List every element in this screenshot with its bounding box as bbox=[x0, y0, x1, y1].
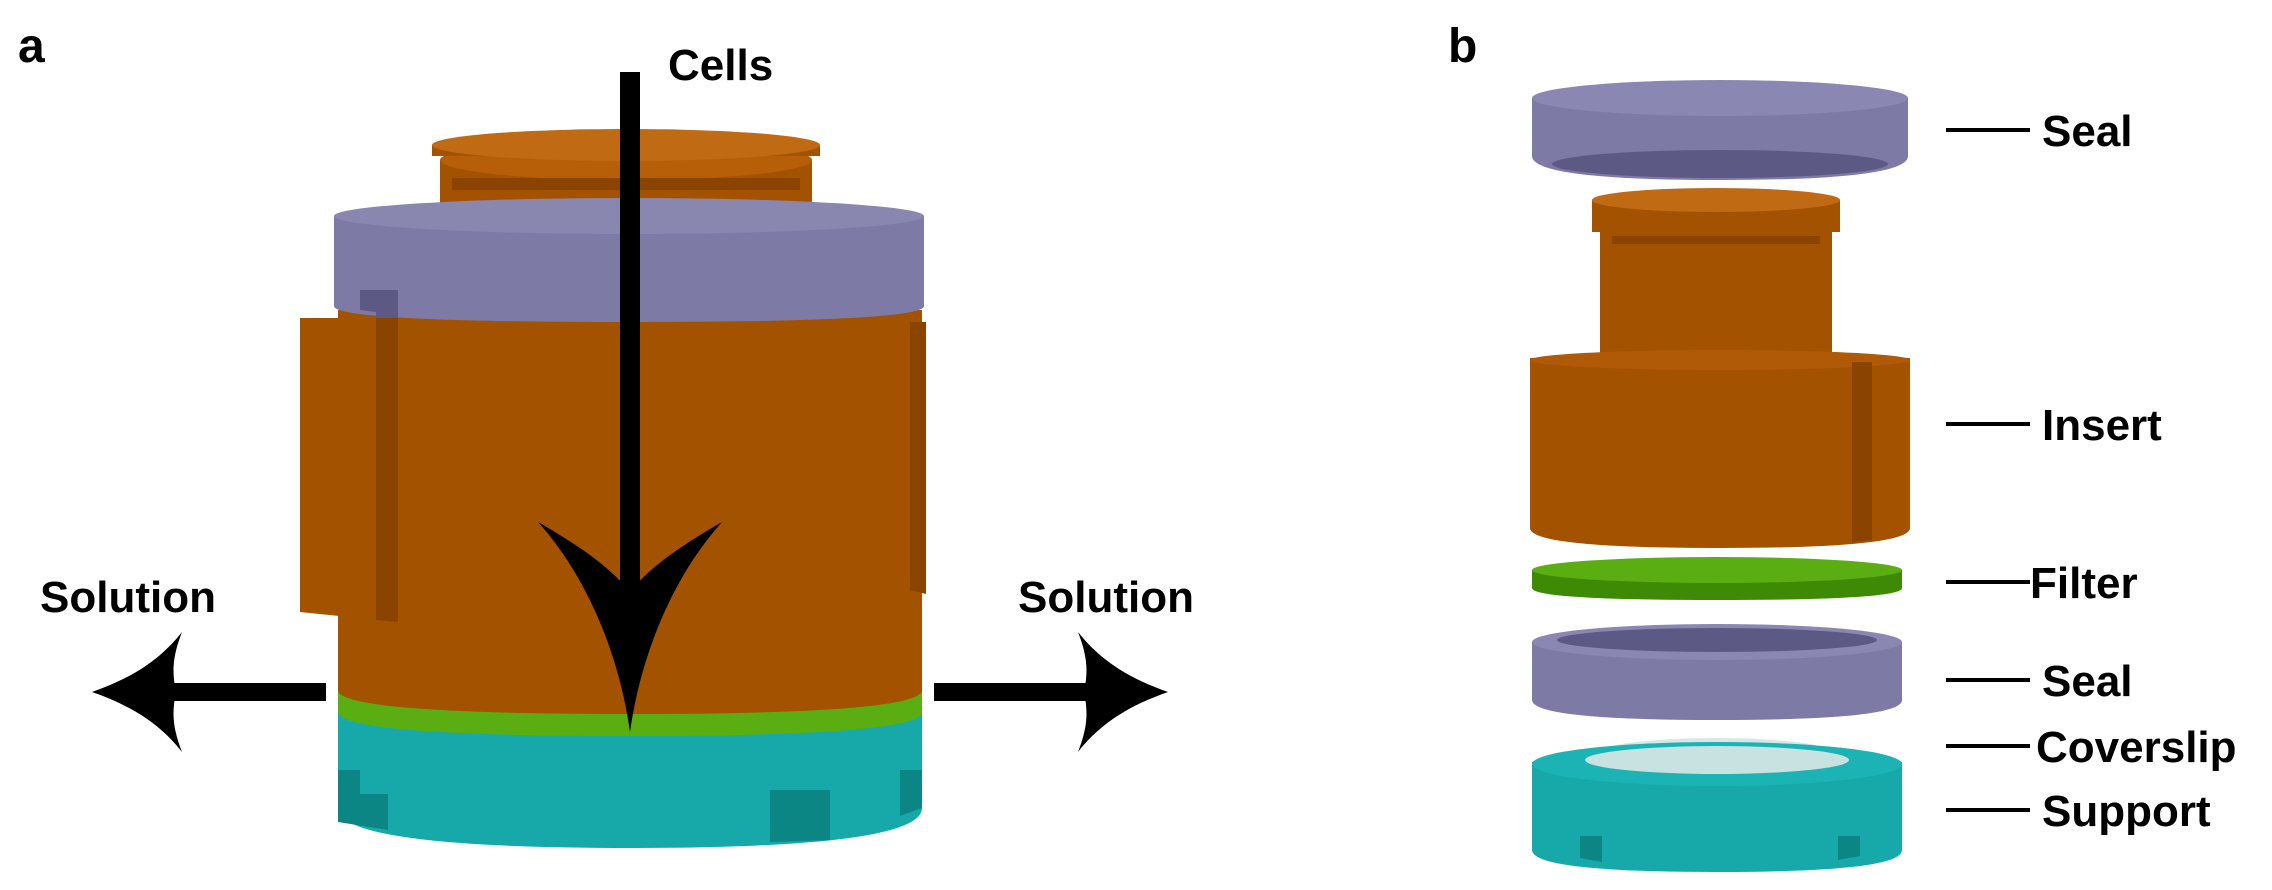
solution-right-label: Solution bbox=[1018, 573, 1194, 622]
label-seal-bottom: Seal bbox=[2042, 657, 2133, 706]
seal-bottom-part bbox=[1532, 624, 1902, 720]
support-part bbox=[1532, 742, 1902, 872]
insert-part bbox=[1530, 188, 1910, 548]
left-solution-arrow bbox=[92, 632, 326, 752]
filter-part bbox=[1532, 557, 1902, 600]
solution-left-label: Solution bbox=[40, 573, 216, 622]
cells-label: Cells bbox=[668, 41, 773, 90]
label-coverslip: Coverslip bbox=[2036, 723, 2237, 772]
label-filter: Filter bbox=[2030, 559, 2138, 608]
right-solution-arrow bbox=[934, 632, 1168, 752]
panel-a-letter: a bbox=[18, 20, 45, 73]
label-support: Support bbox=[2042, 787, 2211, 836]
assembled-device bbox=[300, 129, 926, 848]
cells-arrow bbox=[538, 72, 722, 732]
leader-lines bbox=[1946, 128, 2030, 812]
label-insert: Insert bbox=[2042, 401, 2162, 450]
panel-b-letter: b bbox=[1448, 20, 1477, 73]
label-seal-top: Seal bbox=[2042, 107, 2133, 156]
seal-top-part bbox=[1532, 80, 1908, 180]
